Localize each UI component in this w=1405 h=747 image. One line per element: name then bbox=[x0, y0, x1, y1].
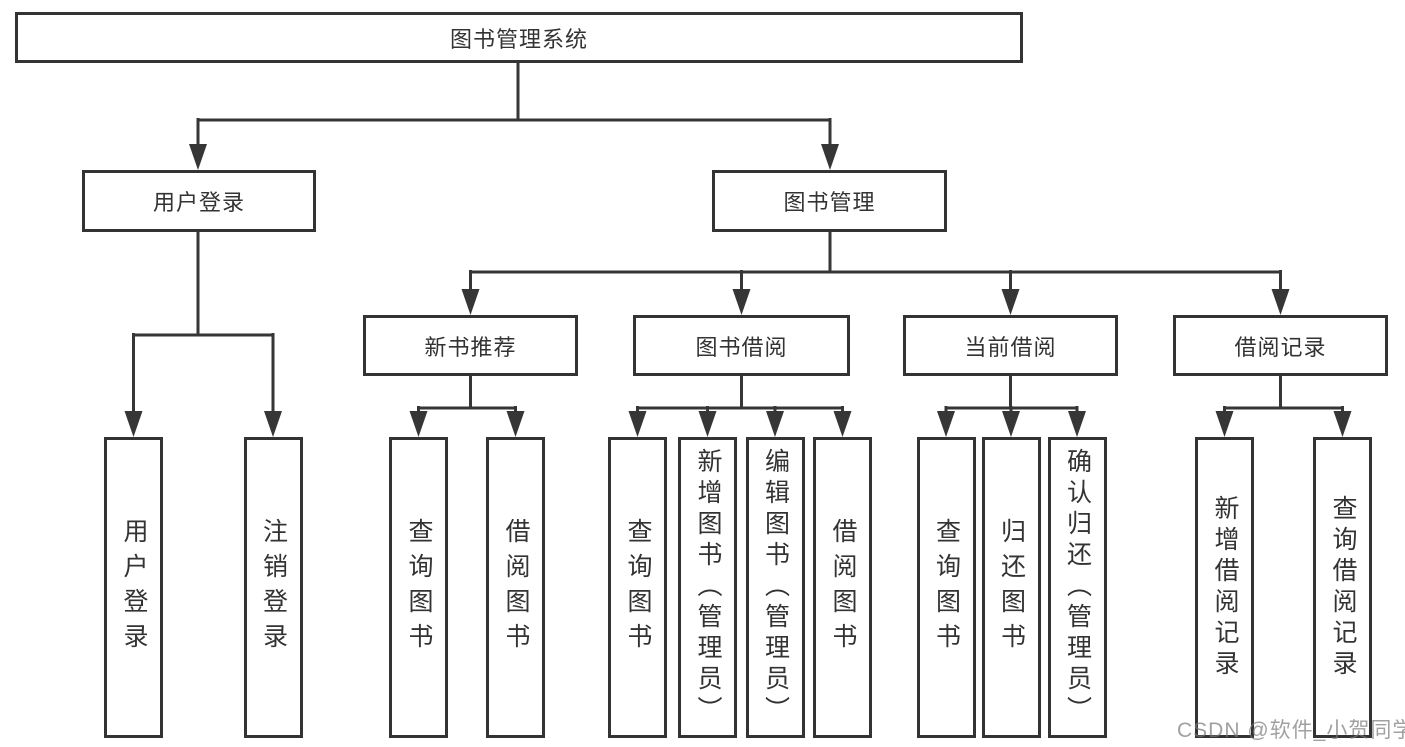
node-label: 借阅图书 bbox=[829, 517, 857, 658]
node-book-management: 图书管理 bbox=[712, 170, 947, 232]
down-arrowhead bbox=[1333, 411, 1352, 437]
node-label: 新书推荐 bbox=[424, 334, 517, 360]
node-leaf-borrow-books-recommend: 借阅图书 bbox=[486, 437, 545, 738]
node-label: 查询图书 bbox=[624, 517, 652, 658]
node-borrow-records: 借阅记录 bbox=[1173, 315, 1388, 376]
connector-book-management-to-level3 bbox=[461, 230, 1290, 315]
down-arrowhead bbox=[1215, 411, 1234, 437]
node-leaf-add-books-admin: 新增图书（管理员） bbox=[678, 437, 737, 738]
node-label: 新增借阅记录 bbox=[1211, 494, 1239, 681]
node-leaf-edit-books-admin: 编辑图书（管理员） bbox=[745, 437, 805, 738]
down-arrowhead bbox=[628, 411, 647, 437]
node-user-login: 用户登录 bbox=[82, 170, 316, 232]
down-arrowhead bbox=[409, 411, 428, 437]
down-arrowhead bbox=[766, 411, 784, 437]
node-label: 图书管理系统 bbox=[449, 26, 588, 52]
connector-user-login-to-leaves bbox=[124, 230, 282, 437]
down-arrowhead bbox=[1068, 411, 1086, 437]
connector-root-to-level2 bbox=[189, 63, 839, 170]
node-label: 图书管理 bbox=[783, 190, 876, 215]
node-root-system: 图书管理系统 bbox=[15, 12, 1023, 63]
node-label: 查询图书 bbox=[405, 517, 433, 658]
node-label: 编辑图书（管理员） bbox=[761, 448, 790, 727]
node-current-borrow: 当前借阅 bbox=[903, 315, 1118, 376]
down-arrowhead bbox=[461, 289, 480, 315]
node-label: 用户登录 bbox=[152, 190, 245, 215]
connector-current-borrow-to-leaves bbox=[937, 374, 1086, 437]
connector-borrow-records-to-leaves bbox=[1215, 374, 1352, 437]
node-leaf-add-borrow-record: 新增借阅记录 bbox=[1195, 437, 1254, 738]
node-label: 查询借阅记录 bbox=[1329, 494, 1357, 681]
node-leaf-query-borrow-record: 查询借阅记录 bbox=[1313, 437, 1372, 738]
watermark-text: CSDN @软件_小贺同学 bbox=[1177, 719, 1405, 742]
node-label: 借阅记录 bbox=[1234, 334, 1327, 360]
node-leaf-confirm-return-admin: 确认归还（管理员） bbox=[1047, 437, 1107, 738]
node-label: 借阅图书 bbox=[502, 517, 530, 658]
node-leaf-user-login: 用户登录 bbox=[104, 437, 163, 738]
node-leaf-query-books-recommend: 查询图书 bbox=[389, 437, 448, 738]
node-leaf-logout: 注销登录 bbox=[243, 437, 303, 738]
down-arrowhead bbox=[1002, 411, 1020, 437]
down-arrowhead bbox=[937, 411, 955, 437]
down-arrowhead bbox=[506, 411, 525, 437]
down-arrowhead bbox=[1271, 289, 1290, 315]
connector-book-borrow-to-leaves bbox=[628, 374, 852, 437]
node-label: 归还图书 bbox=[997, 517, 1026, 658]
node-leaf-query-books-current: 查询图书 bbox=[916, 437, 976, 738]
down-arrowhead bbox=[1001, 289, 1020, 315]
node-leaf-return-books: 归还图书 bbox=[981, 437, 1041, 738]
node-book-borrow: 图书借阅 bbox=[633, 315, 850, 376]
node-label: 图书借阅 bbox=[695, 334, 788, 360]
node-leaf-query-books-borrow: 查询图书 bbox=[608, 437, 667, 738]
down-arrowhead bbox=[698, 411, 717, 437]
down-arrowhead bbox=[833, 411, 852, 437]
node-new-book-recommend: 新书推荐 bbox=[363, 315, 578, 376]
node-label: 查询图书 bbox=[932, 517, 961, 658]
node-label: 当前借阅 bbox=[964, 334, 1057, 360]
node-label: 新增图书（管理员） bbox=[694, 448, 722, 727]
down-arrowhead bbox=[189, 144, 207, 170]
node-label: 用户登录 bbox=[120, 517, 148, 658]
node-label: 确认归还（管理员） bbox=[1063, 448, 1092, 727]
down-arrowhead bbox=[821, 144, 839, 170]
connector-new-book-recommend-to-leaves bbox=[409, 374, 525, 437]
down-arrowhead bbox=[124, 411, 143, 437]
down-arrowhead bbox=[732, 289, 751, 315]
node-leaf-borrow-books: 借阅图书 bbox=[813, 437, 872, 738]
down-arrowhead bbox=[264, 411, 282, 437]
node-label: 注销登录 bbox=[259, 517, 288, 658]
